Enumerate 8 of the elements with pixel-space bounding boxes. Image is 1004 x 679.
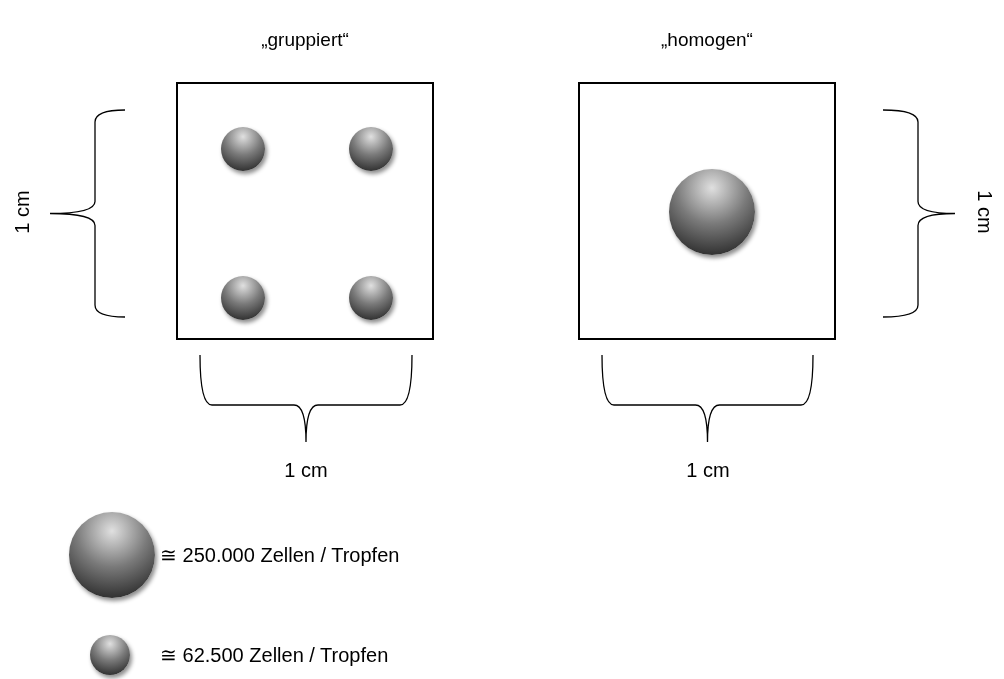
legend-text: ≅ 250.000 Zellen / Tropfen bbox=[160, 543, 400, 567]
dimension-label: 1 cm bbox=[10, 190, 34, 234]
dimension-label: 1 cm bbox=[284, 458, 328, 482]
panel-title: „gruppiert“ bbox=[261, 28, 349, 52]
dimension-label: 1 cm bbox=[973, 190, 997, 234]
legend-text: ≅ 62.500 Zellen / Tropfen bbox=[160, 643, 389, 667]
dimension-label: 1 cm bbox=[686, 458, 730, 482]
panel-title: „homogen“ bbox=[661, 28, 753, 52]
